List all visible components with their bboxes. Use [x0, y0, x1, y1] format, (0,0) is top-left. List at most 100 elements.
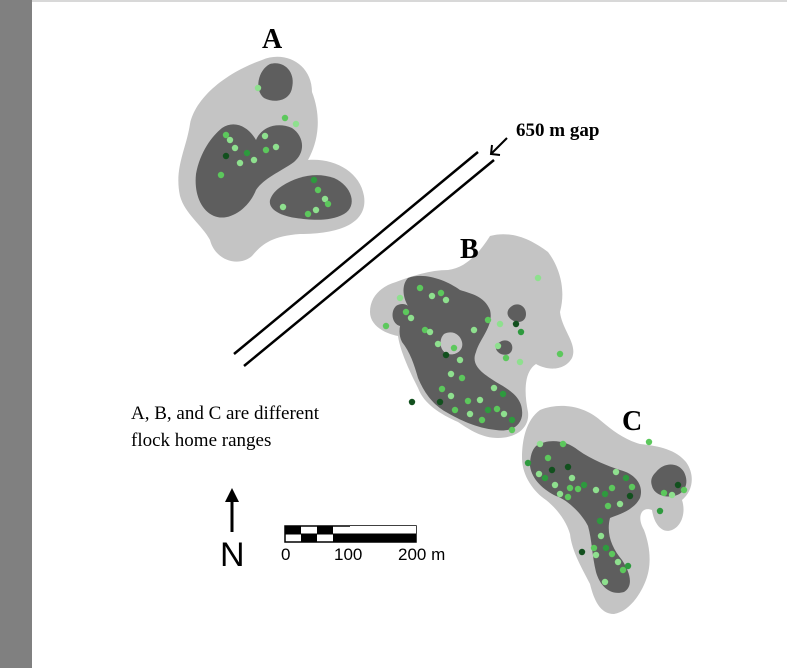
- location-point: [261, 132, 269, 140]
- location-point: [502, 354, 510, 362]
- location-point: [604, 502, 612, 510]
- note-line-2: flock home ranges: [131, 430, 271, 451]
- location-point: [568, 474, 576, 482]
- location-point: [668, 491, 676, 499]
- location-point: [436, 398, 444, 406]
- location-point: [421, 326, 429, 334]
- location-point: [312, 206, 320, 214]
- location-point: [217, 171, 225, 179]
- location-point: [304, 210, 312, 218]
- location-point: [490, 384, 498, 392]
- location-point: [512, 320, 520, 328]
- location-point: [622, 474, 630, 482]
- scale-segment-1: [285, 526, 301, 534]
- location-point: [226, 136, 234, 144]
- location-point: [493, 405, 501, 413]
- location-point: [602, 544, 610, 552]
- location-point: [516, 358, 524, 366]
- location-point: [596, 517, 604, 525]
- location-point: [592, 551, 600, 559]
- core-range-a-3: [269, 175, 352, 220]
- scale-bar: 0 100 200 m: [281, 525, 445, 564]
- location-point: [624, 562, 632, 570]
- location-point: [451, 406, 459, 414]
- core-range-c-2: [651, 464, 687, 497]
- location-point: [556, 490, 564, 498]
- scale-tick-0: 0: [281, 545, 290, 564]
- location-points: [217, 84, 688, 586]
- location-point: [464, 397, 472, 405]
- location-point: [442, 296, 450, 304]
- gap-label: 650 m gap: [516, 120, 599, 141]
- north-arrow-head: [225, 488, 239, 502]
- location-point: [544, 454, 552, 462]
- location-point: [551, 481, 559, 489]
- location-point: [438, 385, 446, 393]
- location-point: [614, 558, 622, 566]
- gap-arrow-shaft: [491, 137, 508, 154]
- location-point: [680, 486, 688, 494]
- location-point: [541, 474, 549, 482]
- location-point: [450, 344, 458, 352]
- location-point: [254, 84, 262, 92]
- location-point: [508, 426, 516, 434]
- location-point: [272, 143, 280, 151]
- gap-line-1: [233, 151, 479, 355]
- location-point: [559, 440, 567, 448]
- scale-segment-5: [350, 526, 416, 534]
- location-point: [612, 468, 620, 476]
- left-border-strip: [0, 0, 32, 668]
- location-point: [476, 396, 484, 404]
- core-range-a-2: [258, 63, 293, 101]
- gap-line-2: [243, 159, 495, 367]
- scale-segment-3: [317, 526, 333, 534]
- location-point: [628, 483, 636, 491]
- location-point: [500, 410, 508, 418]
- location-point: [597, 532, 605, 540]
- location-point: [645, 438, 653, 446]
- location-point: [484, 406, 492, 414]
- location-point: [324, 200, 332, 208]
- scale-segment-2: [301, 534, 317, 542]
- location-point: [592, 486, 600, 494]
- location-point: [517, 328, 525, 336]
- location-point: [458, 374, 466, 382]
- location-point: [601, 490, 609, 498]
- location-point: [524, 459, 532, 467]
- location-point: [416, 284, 424, 292]
- location-point: [382, 322, 390, 330]
- home-range-b: B: [370, 234, 574, 438]
- location-point: [536, 440, 544, 448]
- location-point: [402, 308, 410, 316]
- location-point: [601, 578, 609, 586]
- north-label: N: [220, 536, 245, 574]
- gap-marker: 650 m gap: [233, 120, 599, 367]
- location-point: [243, 149, 251, 157]
- location-point: [310, 176, 318, 184]
- location-point: [426, 328, 434, 336]
- scale-segment-6: [350, 534, 416, 542]
- location-point: [447, 392, 455, 400]
- location-point: [674, 481, 682, 489]
- range-label-c: C: [622, 406, 642, 437]
- note-line-1: A, B, and C are different: [131, 403, 320, 424]
- north-arrow: N: [220, 488, 245, 574]
- location-point: [574, 485, 582, 493]
- location-point: [580, 481, 588, 489]
- core-range-b-1: [399, 275, 523, 431]
- range-label-b: B: [460, 234, 479, 265]
- scale-segment-4: [333, 534, 350, 542]
- location-point: [608, 484, 616, 492]
- range-label-a: A: [262, 24, 283, 55]
- location-point: [314, 186, 322, 194]
- location-point: [496, 320, 504, 328]
- scale-tick-100: 100: [334, 545, 362, 564]
- location-point: [279, 203, 287, 211]
- location-point: [437, 289, 445, 297]
- location-point: [466, 410, 474, 418]
- location-point: [478, 416, 486, 424]
- location-point: [292, 120, 300, 128]
- location-point: [535, 470, 543, 478]
- core-range-b-4: [507, 304, 526, 322]
